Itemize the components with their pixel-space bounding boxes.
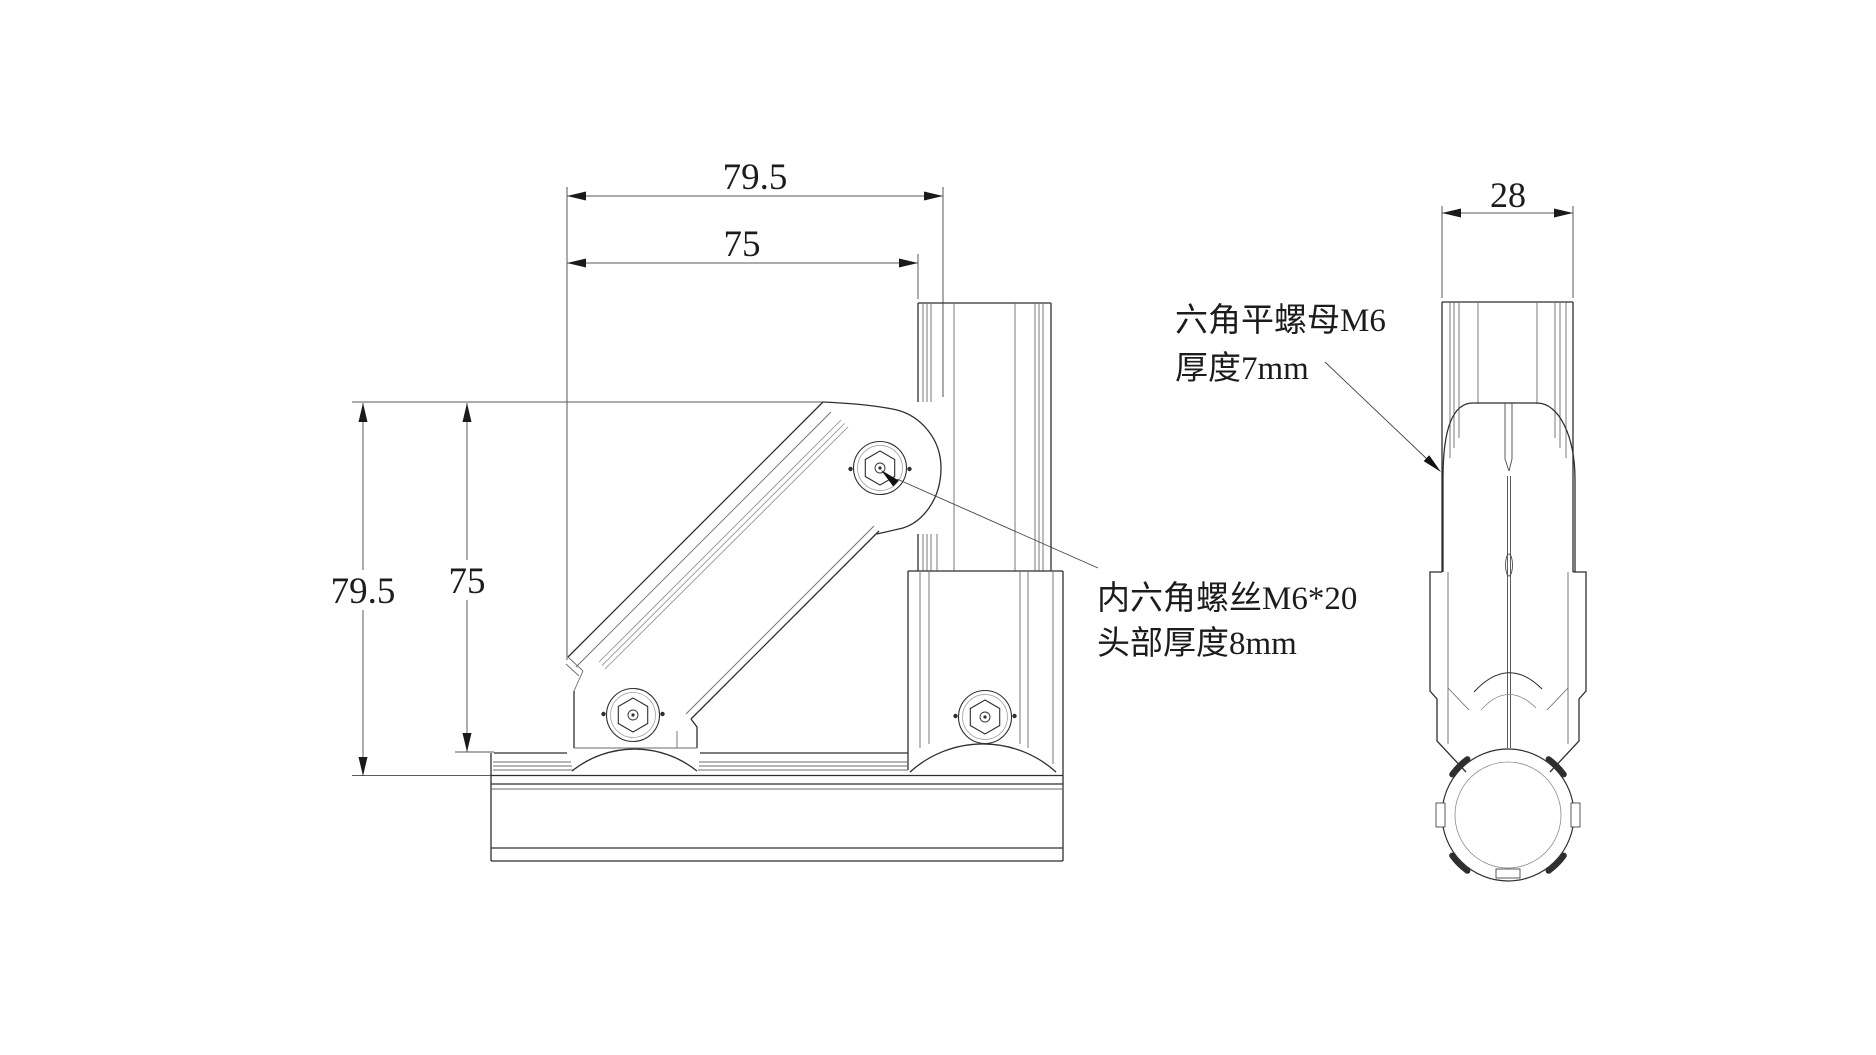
dim-label-left-inner: 75	[449, 561, 486, 602]
screw-annotation-line1: 内六角螺丝M6*20	[1097, 580, 1357, 617]
dim-label-side-width: 28	[1490, 175, 1526, 215]
diagonal-brace	[565, 401, 942, 772]
front-view: 79.5 75 79.5 75	[331, 157, 1064, 862]
dim-label-top-inner: 75	[724, 224, 761, 265]
hex-screw-lower	[601, 687, 665, 743]
side-brace-dome	[1442, 402, 1576, 748]
screw-leader-arrow	[881, 470, 899, 487]
nut-annotation-line1: 六角平螺母M6	[1175, 302, 1386, 339]
side-tube-cross-section	[1435, 748, 1581, 882]
vertical-post-profile	[917, 302, 1052, 571]
front-dimensions	[352, 187, 944, 776]
hex-screw-upper	[848, 440, 912, 496]
dim-label-left-outer: 79.5	[331, 571, 396, 612]
side-dimension-arrows	[1442, 208, 1573, 218]
nut-leader-arrow	[1423, 455, 1441, 472]
bottom-rail-profile	[490, 752, 1063, 862]
side-profile-body	[1441, 301, 1574, 572]
annotation-screw: 内六角螺丝M6*20 头部厚度8mm	[881, 470, 1357, 662]
side-view: 28	[1429, 175, 1587, 882]
front-dimension-arrows	[358, 191, 943, 776]
post-foot-block	[907, 570, 1064, 861]
hex-screw-foot	[953, 689, 1017, 745]
screw-annotation-line2: 头部厚度8mm	[1097, 625, 1297, 662]
dim-label-top-outer: 79.5	[723, 157, 788, 198]
annotation-nut: 六角平螺母M6 厚度7mm	[1175, 302, 1441, 472]
side-dimensions	[1441, 206, 1574, 298]
nut-annotation-line2: 厚度7mm	[1175, 350, 1309, 387]
side-clamp-jaws	[1429, 571, 1587, 773]
